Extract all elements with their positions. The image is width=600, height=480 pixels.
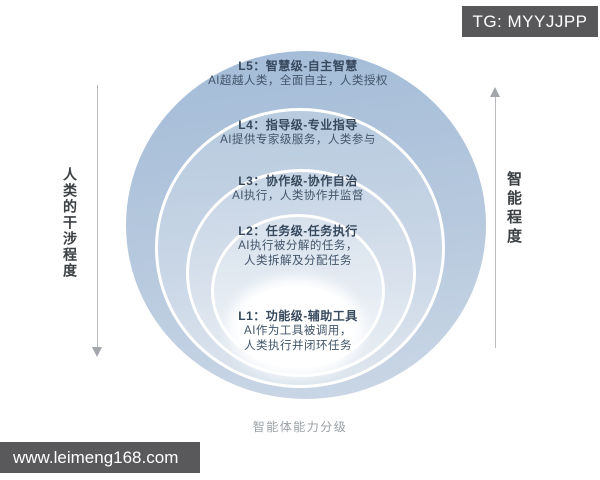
level-text-l4: L4：指导级-专业指导 AI提供专家级服务，人类参与 bbox=[220, 117, 376, 148]
up-arrow-icon bbox=[490, 87, 500, 97]
level-text-l5: L5：智慧级-自主智慧 AI超越人类，全面自主，人类授权 bbox=[208, 58, 388, 89]
level-desc-l4: AI提供专家级服务，人类参与 bbox=[220, 134, 376, 146]
level-title-l3: L3：协作级-协作自治 bbox=[238, 174, 358, 188]
level-title-l2: L2：任务级-任务执行 bbox=[238, 224, 358, 238]
right-axis-label: 智能程度 bbox=[505, 171, 522, 247]
level-circle-l1 bbox=[237, 286, 355, 368]
tg-badge: TG: MYYJJPP bbox=[462, 6, 598, 37]
level-desc-l1-line2: 人类执行并闭环任务 bbox=[243, 340, 352, 352]
level-text-l1: L1：功能级-辅助工具 AI作为工具被调用， 人类执行并闭环任务 bbox=[238, 308, 358, 354]
level-desc-l5: AI超越人类，全面自主，人类授权 bbox=[208, 75, 388, 87]
left-axis-label: 人类的干涉程度 bbox=[62, 167, 78, 279]
right-axis-line bbox=[495, 97, 496, 348]
level-title-l4: L4：指导级-专业指导 bbox=[238, 118, 358, 132]
diagram-caption: 智能体能力分级 bbox=[252, 420, 348, 434]
level-desc-l2-line1: AI执行被分解的任务， bbox=[238, 240, 358, 252]
level-desc-l1-line1: AI作为工具被调用， bbox=[244, 325, 352, 337]
watermark: www.leimeng168.com bbox=[0, 442, 200, 473]
level-text-l3: L3：协作级-协作自治 AI执行，人类协作并监督 bbox=[232, 173, 364, 204]
level-desc-l3: AI执行，人类协作并监督 bbox=[232, 190, 364, 202]
level-title-l1: L1：功能级-辅助工具 bbox=[238, 309, 358, 323]
down-arrow-icon bbox=[92, 347, 102, 357]
level-title-l5: L5：智慧级-自主智慧 bbox=[238, 59, 358, 73]
level-text-l2: L2：任务级-任务执行 AI执行被分解的任务， 人类拆解及分配任务 bbox=[238, 223, 358, 269]
left-axis-line bbox=[97, 85, 98, 347]
level-desc-l2-line2: 人类拆解及分配任务 bbox=[244, 255, 352, 267]
